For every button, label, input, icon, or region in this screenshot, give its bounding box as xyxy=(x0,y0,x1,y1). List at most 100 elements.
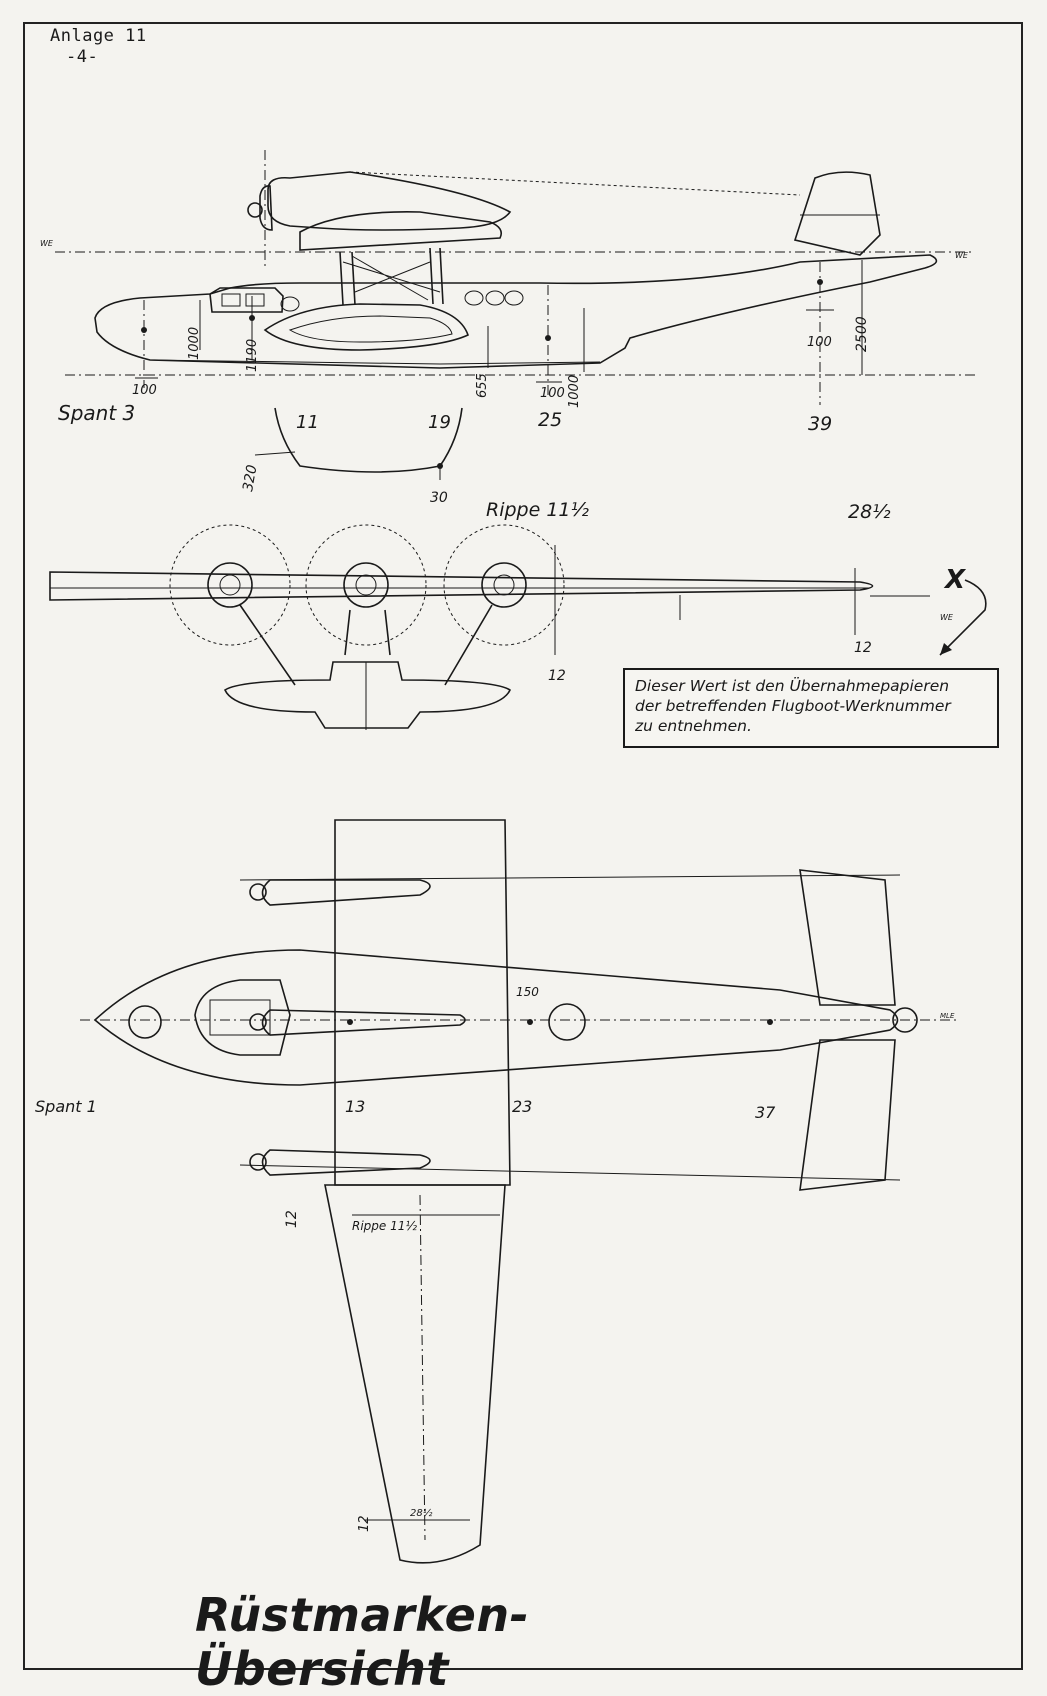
top-dim-12-b: 12 xyxy=(357,1515,372,1532)
tail-cone xyxy=(892,1007,918,1033)
hull-cross-section xyxy=(274,407,463,473)
top-cockpit xyxy=(194,979,291,1056)
dim-1000-b: 1000 xyxy=(567,375,582,408)
section-dim-320: 320 xyxy=(240,464,260,493)
top-spinner-lower xyxy=(249,1153,267,1171)
frame-3-label: Spant 3 xyxy=(58,401,135,425)
spinner xyxy=(247,202,263,218)
porthole-2 xyxy=(464,290,484,306)
strut-bracing xyxy=(342,255,441,301)
top-dim-150: 150 xyxy=(516,985,539,999)
drawing-frame xyxy=(23,22,1023,1670)
propeller-hub xyxy=(259,185,273,231)
front-wing xyxy=(49,571,874,601)
prop-disc-left xyxy=(169,524,291,646)
top-mle-label: MLE xyxy=(940,1012,955,1020)
engine-right xyxy=(481,562,527,608)
engine-right-hub xyxy=(493,574,515,596)
section-dim-30: 30 xyxy=(430,490,448,506)
top-spinner-center xyxy=(249,1013,267,1031)
dim-100-a: 100 xyxy=(132,383,157,398)
note-line-3: zu entnehmen. xyxy=(635,717,752,735)
top-view: Spant 1 13 23 37 150 MLE 12 Rippe 11½ 12… xyxy=(35,819,960,1564)
mark-point-3 xyxy=(545,335,551,341)
porthole-4 xyxy=(504,290,524,306)
hull-outline xyxy=(94,254,938,369)
top-ref-line-upper xyxy=(239,874,901,881)
station-25-label: 25 xyxy=(538,409,562,431)
sponson-outline xyxy=(263,303,469,351)
x-mark: X xyxy=(943,565,967,595)
top-station-23: 23 xyxy=(512,1097,532,1116)
top-mark-23 xyxy=(527,1019,533,1025)
we-left-label: WE xyxy=(40,239,54,248)
top-spinner-upper xyxy=(249,883,267,901)
tail-fin xyxy=(793,171,881,256)
tailplane-upper xyxy=(799,869,896,1006)
section-mark xyxy=(437,463,443,469)
note-line-2: der betreffenden Flugboot-Werknummer xyxy=(635,697,951,715)
engine-center xyxy=(343,562,389,608)
page-title: Rüstmarken-Übersicht xyxy=(195,1588,530,1696)
wing-outline xyxy=(299,211,503,251)
top-fuselage xyxy=(93,949,899,1086)
engine-left-hub xyxy=(219,574,241,596)
front-struts xyxy=(239,604,493,686)
dim-2500: 2500 xyxy=(854,316,870,352)
top-porthole-front xyxy=(128,1005,162,1039)
section-19-label: 19 xyxy=(428,412,451,433)
top-nacelle-upper xyxy=(261,879,431,906)
rib-label: Rippe 11½ xyxy=(486,499,590,521)
cockpit-outline xyxy=(209,287,284,313)
top-rib-tip-label: 28½ xyxy=(410,1507,433,1519)
dim-12-b: 12 xyxy=(854,640,872,656)
tailplane-lower xyxy=(799,1039,896,1191)
pointer-arrowhead xyxy=(940,643,952,655)
dimension-lines xyxy=(199,260,863,375)
top-nacelle-lower xyxy=(261,1149,431,1176)
dim-100-b: 100 xyxy=(540,386,565,401)
top-nacelle-center xyxy=(261,1009,466,1036)
porthole-3 xyxy=(485,290,505,306)
wing-struts xyxy=(339,247,444,306)
engine-nacelle xyxy=(267,171,512,231)
we-right-label: WE xyxy=(955,251,969,260)
top-wing-inner xyxy=(334,819,511,1186)
front-hull xyxy=(223,661,512,729)
top-dim-12: 12 xyxy=(284,1210,300,1228)
top-ref-line-lower xyxy=(239,1164,901,1181)
top-wing-outer xyxy=(324,1184,506,1564)
dim-1190: 1190 xyxy=(245,339,260,372)
top-station-13: 13 xyxy=(345,1097,365,1116)
note-line-1: Dieser Wert ist den Übernahmepapieren xyxy=(635,677,950,695)
prop-disc-center xyxy=(305,524,427,646)
top-frame-1-label: Spant 1 xyxy=(35,1097,97,1116)
dimension-ticks xyxy=(135,309,834,383)
dim-12-a: 12 xyxy=(548,668,566,684)
front-view: Rippe 11½ 28½ 12 12 X WE xyxy=(49,499,987,730)
top-mark-13 xyxy=(347,1019,353,1025)
engine-center-hub xyxy=(355,574,377,596)
top-wing-spar xyxy=(419,1194,426,1541)
dim-100-c: 100 xyxy=(807,335,832,350)
mark-point-2 xyxy=(249,315,255,321)
page-number: -4- xyxy=(66,47,99,67)
section-11-label: 11 xyxy=(296,412,319,433)
engine-left xyxy=(207,562,253,608)
top-porthole-rear xyxy=(548,1003,586,1041)
side-view: WE WE Spant 3 100 1000 1190 655 100 1000… xyxy=(40,150,975,506)
annex-label: Anlage 11 xyxy=(50,26,147,46)
top-station-37: 37 xyxy=(755,1103,776,1122)
pointer-arrow xyxy=(939,579,987,656)
top-rib-label: Rippe 11½ xyxy=(352,1219,417,1233)
note-box: Dieser Wert ist den Übernahmepapieren de… xyxy=(623,668,999,748)
mark-point-1 xyxy=(141,327,147,333)
cockpit-windows xyxy=(221,293,265,307)
rib-tip-label: 28½ xyxy=(848,501,891,523)
front-we-label: WE xyxy=(940,613,954,622)
station-39-label: 39 xyxy=(808,413,832,435)
dim-655: 655 xyxy=(475,373,490,398)
porthole-1 xyxy=(280,296,300,312)
prop-disc-right xyxy=(443,524,565,646)
